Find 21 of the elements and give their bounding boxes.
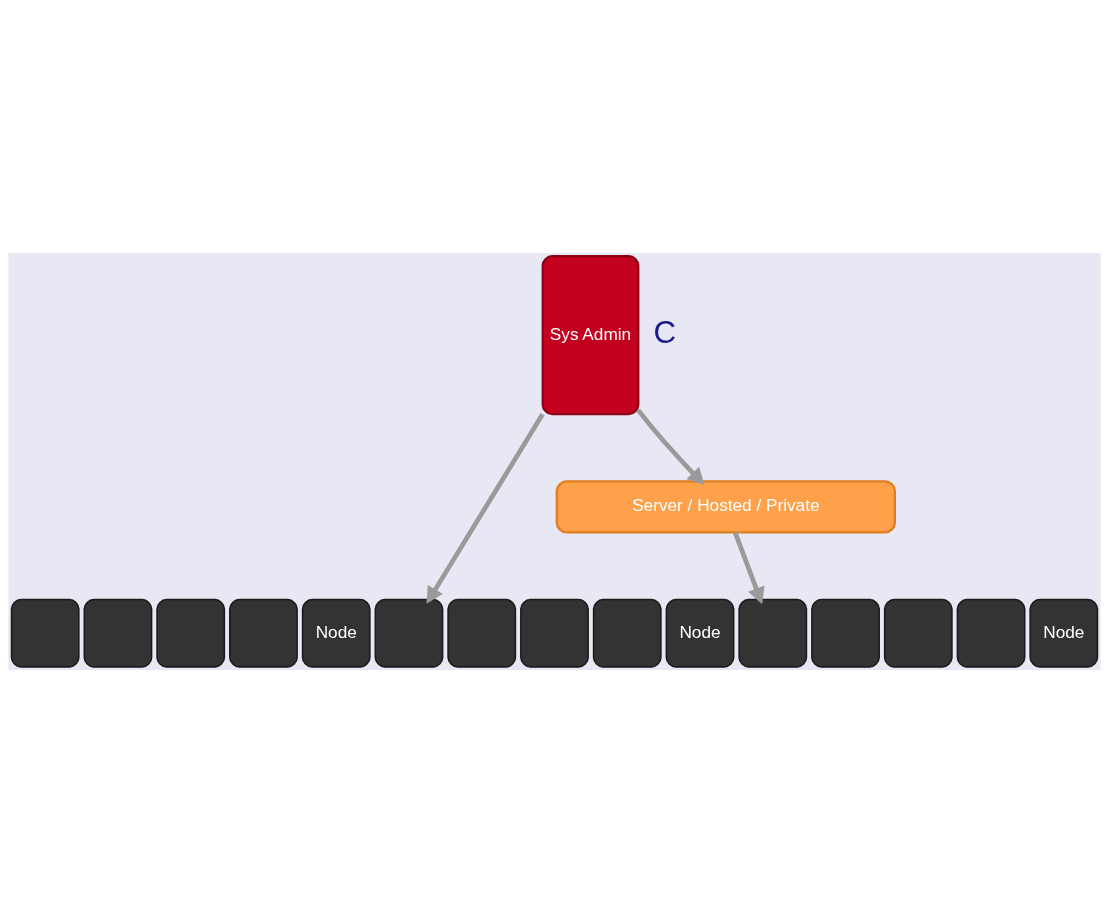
node-box bbox=[447, 598, 517, 668]
arrow bbox=[732, 531, 765, 605]
node-box bbox=[10, 598, 80, 668]
node-box bbox=[229, 598, 298, 668]
node-box bbox=[156, 598, 226, 668]
node-box bbox=[83, 598, 153, 668]
arrow bbox=[636, 408, 705, 485]
node-box: Sys Admin bbox=[541, 254, 640, 416]
node-box bbox=[738, 598, 808, 668]
arrow bbox=[426, 413, 545, 604]
node-box bbox=[883, 598, 953, 668]
node-box bbox=[374, 598, 444, 668]
node-box bbox=[520, 598, 589, 668]
node-box bbox=[811, 598, 880, 668]
node-box bbox=[592, 598, 662, 668]
node-box: Server / Hosted / Private bbox=[555, 480, 896, 534]
node-box: Node bbox=[301, 598, 371, 668]
node-box: Node bbox=[665, 598, 735, 668]
node-box bbox=[956, 598, 1026, 668]
label: C bbox=[653, 314, 677, 350]
node-box: Node bbox=[1029, 598, 1099, 668]
